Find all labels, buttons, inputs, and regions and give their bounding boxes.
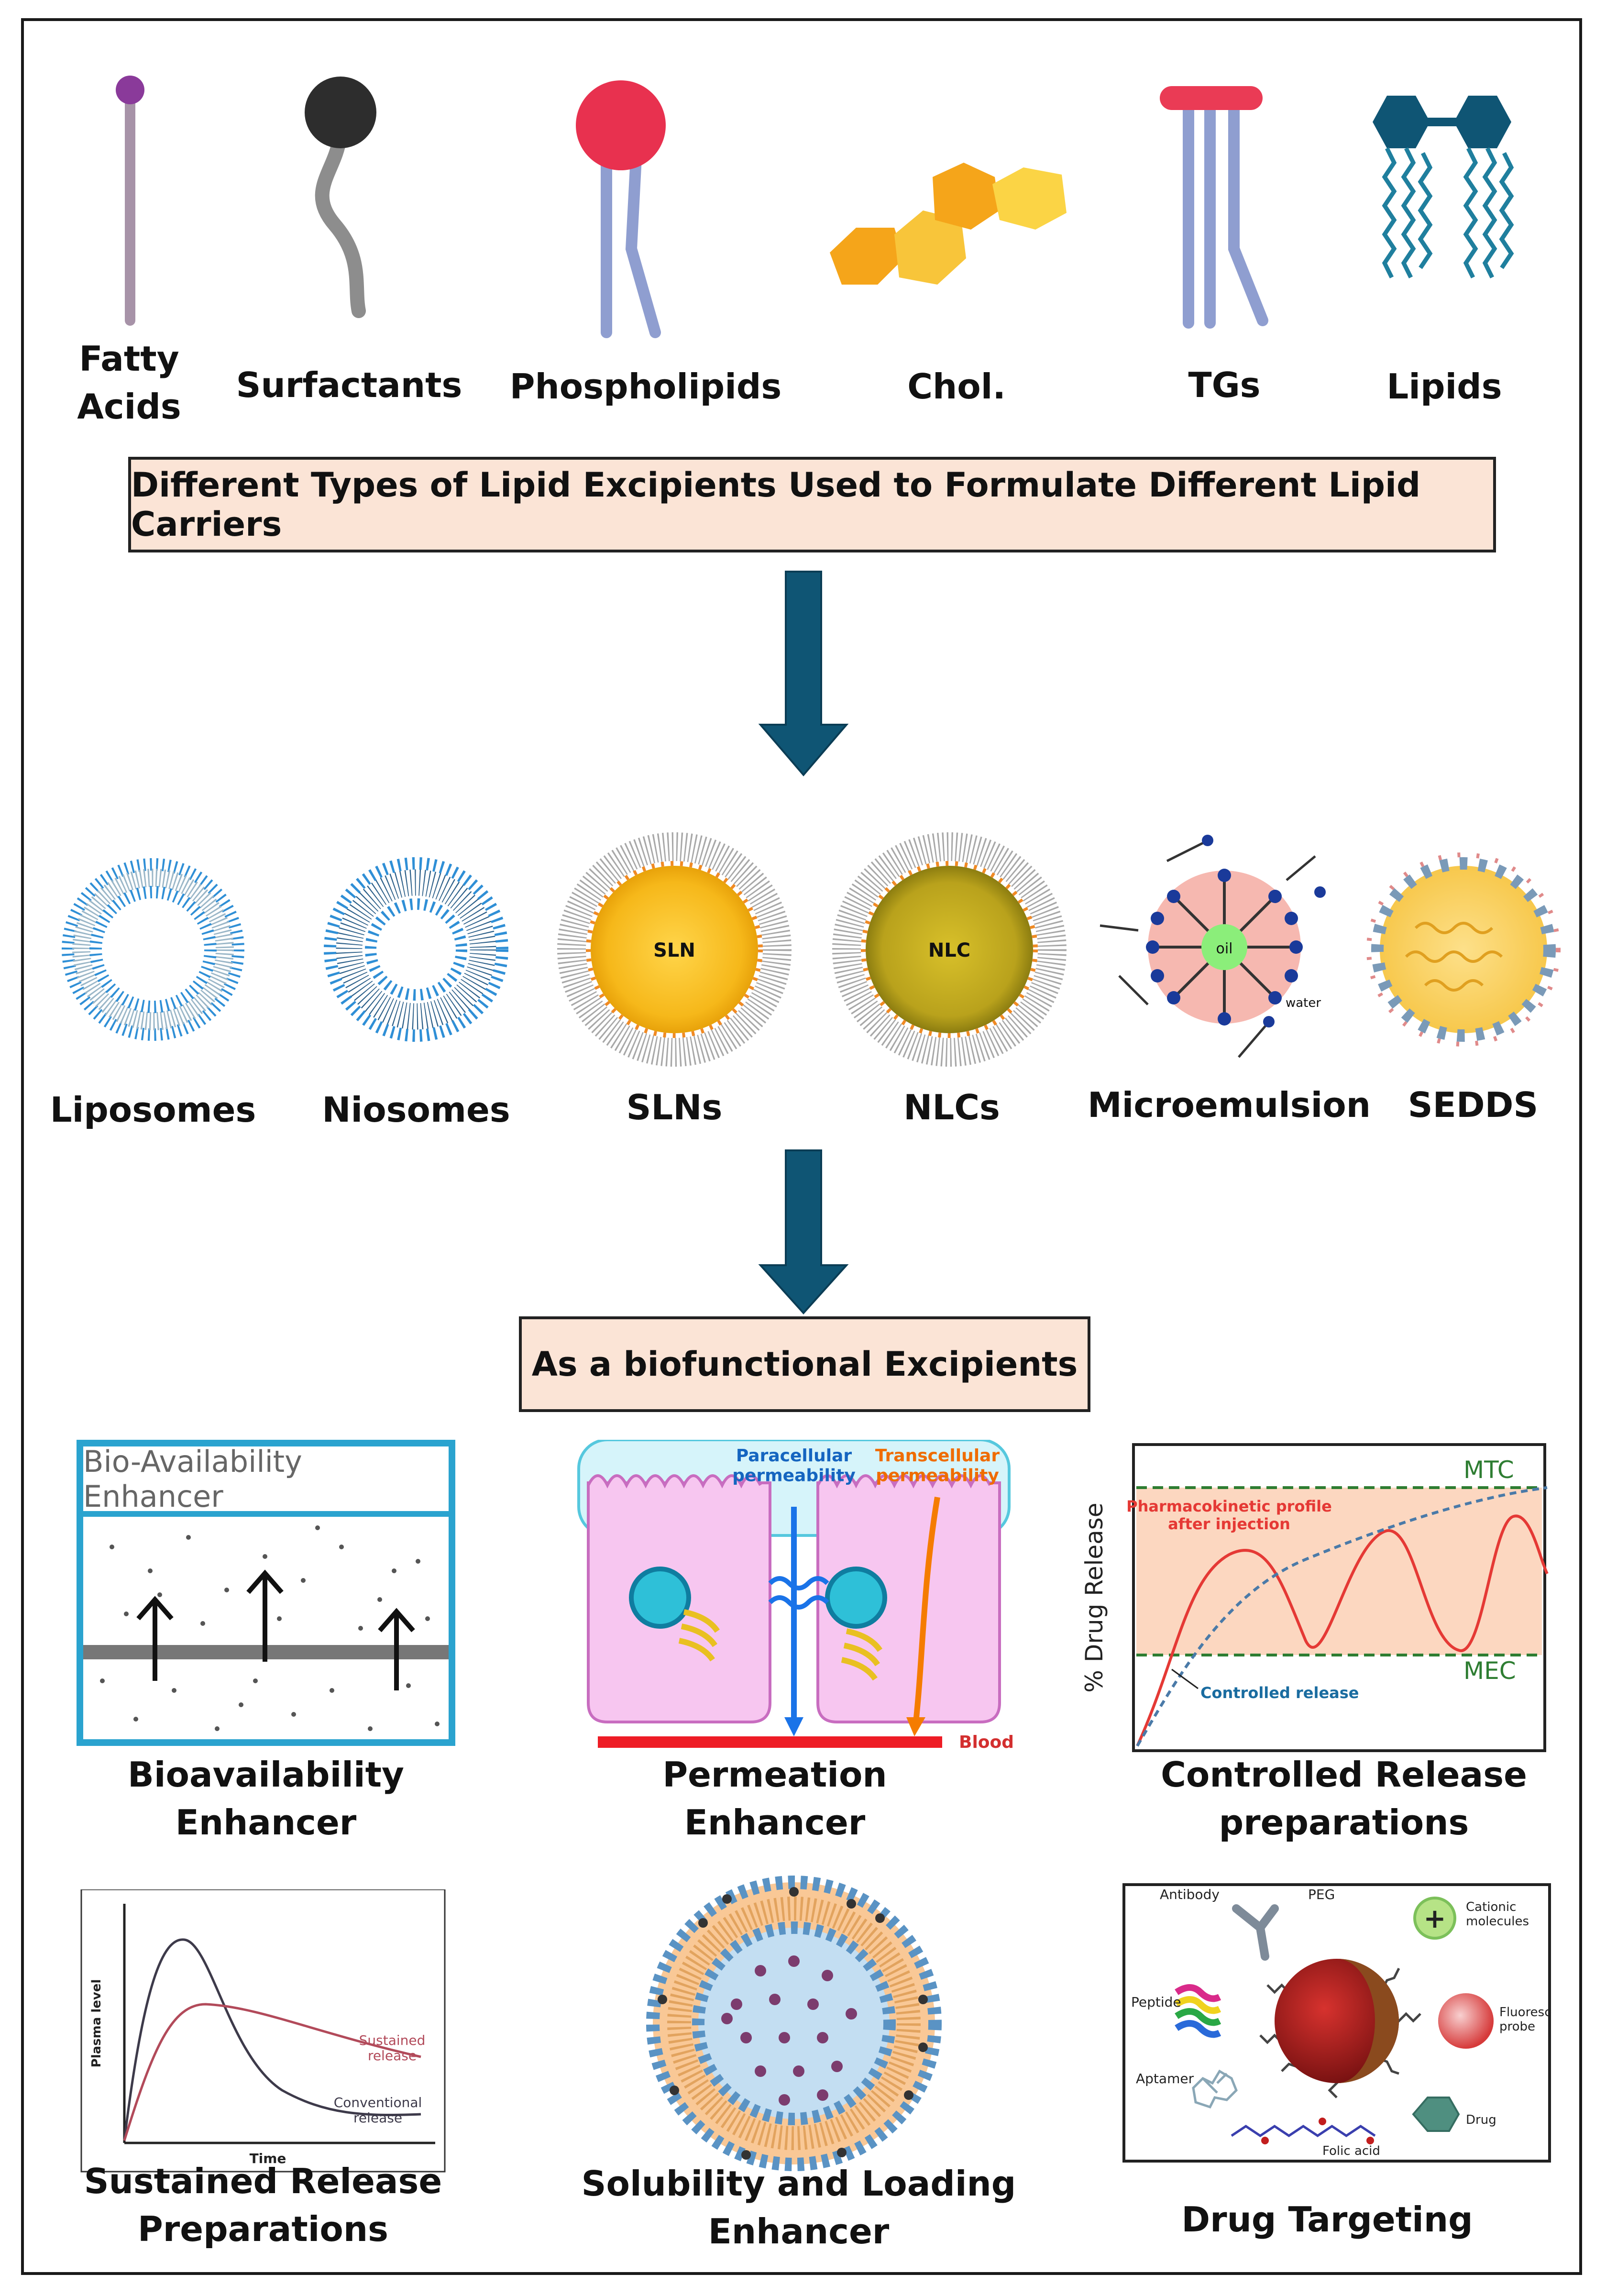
label-surfactants: Surfactants (236, 365, 462, 405)
fatty-acid-icon (116, 76, 144, 326)
label-chol: Chol. (907, 366, 1006, 407)
sol-caption: Solubility and Loading Enhancer (581, 2164, 1016, 2252)
biofunctional-header: As a biofunctional Excipients (519, 1316, 1090, 1412)
right-cell (816, 1474, 1001, 1723)
sr-ylabel: Plasma level (89, 1979, 104, 2068)
dt-fluorescent: Fluorescentprobe (1499, 2005, 1552, 2034)
perm-caption: Permeation Enhancer (662, 1755, 887, 1843)
lipid-icon (1373, 96, 1514, 279)
peptide-icon (1175, 1984, 1221, 2038)
left-cell (587, 1474, 771, 1723)
liposome-icon (62, 858, 244, 1041)
phospholipid-icon (576, 80, 666, 338)
surfactant-icon (305, 77, 376, 318)
down-arrow-1 (758, 571, 849, 777)
label-sedds: SEDDS (1408, 1085, 1539, 1125)
label-microemulsion: Microemulsion (1087, 1085, 1371, 1125)
dt-peptide: Peptide (1131, 1994, 1181, 2010)
sr-xlabel: Time (250, 2151, 286, 2166)
cr-controlled-label: Controlled release (1200, 1684, 1359, 1702)
label-liposomes: Liposomes (50, 1090, 256, 1130)
figure-frame (21, 18, 1582, 2275)
sln-core-label: SLN (653, 939, 695, 961)
dt-antibody: Antibody (1160, 1887, 1220, 1902)
sln-icon (557, 832, 792, 1067)
label-niosomes: Niosomes (322, 1090, 510, 1130)
label-nlcs: NLCs (903, 1087, 1000, 1127)
cr-ylabel: % Drug Release (1081, 1502, 1108, 1692)
aptamer-icon (1192, 2069, 1238, 2109)
label-phospholipids: Phospholipids (509, 366, 782, 407)
bioavailability-panel: Bio-Availability Enhancer (77, 1440, 455, 1746)
bio-caption: Bioavailability Enhancer (127, 1755, 404, 1843)
label-fatty-acids: Fatty Acids (77, 339, 181, 427)
oil-label: oil (1216, 940, 1232, 957)
bio-header-text: Bio-Availability Enhancer (83, 1444, 449, 1517)
blood-label: Blood (959, 1733, 1014, 1752)
down-arrow-2 (758, 1149, 849, 1314)
solubility-diagram (646, 1876, 942, 2171)
dt-caption: Drug Targeting (1181, 2199, 1473, 2240)
controlled-release-chart: % Drug Release MTC MEC Pharmacokinetic p… (1081, 1443, 1549, 1752)
sedds-icon (1366, 852, 1561, 1047)
excipient-icons (116, 76, 1514, 338)
bio-diagram (83, 1525, 449, 1731)
label-slns: SLNs (626, 1087, 723, 1127)
triglyceride-icon (1160, 86, 1268, 329)
carrier-inner-labels: SLN NLC oil water (653, 939, 1321, 1010)
nlc-icon (832, 832, 1067, 1067)
lipid-excipients-header: Different Types of Lipid Excipients Used… (128, 457, 1496, 552)
sr-caption: Sustained Release Preparations (84, 2161, 442, 2249)
label-lipids: Lipids (1386, 366, 1502, 407)
carrier-icons (62, 832, 1561, 1067)
dt-aptamer: Aptamer (1136, 2071, 1194, 2086)
niosome-icon (324, 857, 508, 1042)
water-label: water (1286, 996, 1321, 1010)
cr-mec: MEC (1463, 1657, 1516, 1685)
dt-drug: Drug (1466, 2113, 1496, 2127)
cholesterol-icon (830, 163, 1067, 285)
dt-peg: PEG (1308, 1887, 1335, 1902)
label-tgs: TGs (1188, 365, 1261, 405)
svg-text:+: + (1424, 1903, 1446, 1934)
dt-folic: Folic acid (1322, 2144, 1380, 2158)
nlc-core-label: NLC (928, 939, 970, 961)
antibody-icon (1232, 1904, 1279, 1961)
cr-caption: Controlled Release preparations (1161, 1755, 1527, 1843)
microemulsion-icon (1100, 835, 1326, 1058)
cr-mtc: MTC (1463, 1456, 1514, 1484)
